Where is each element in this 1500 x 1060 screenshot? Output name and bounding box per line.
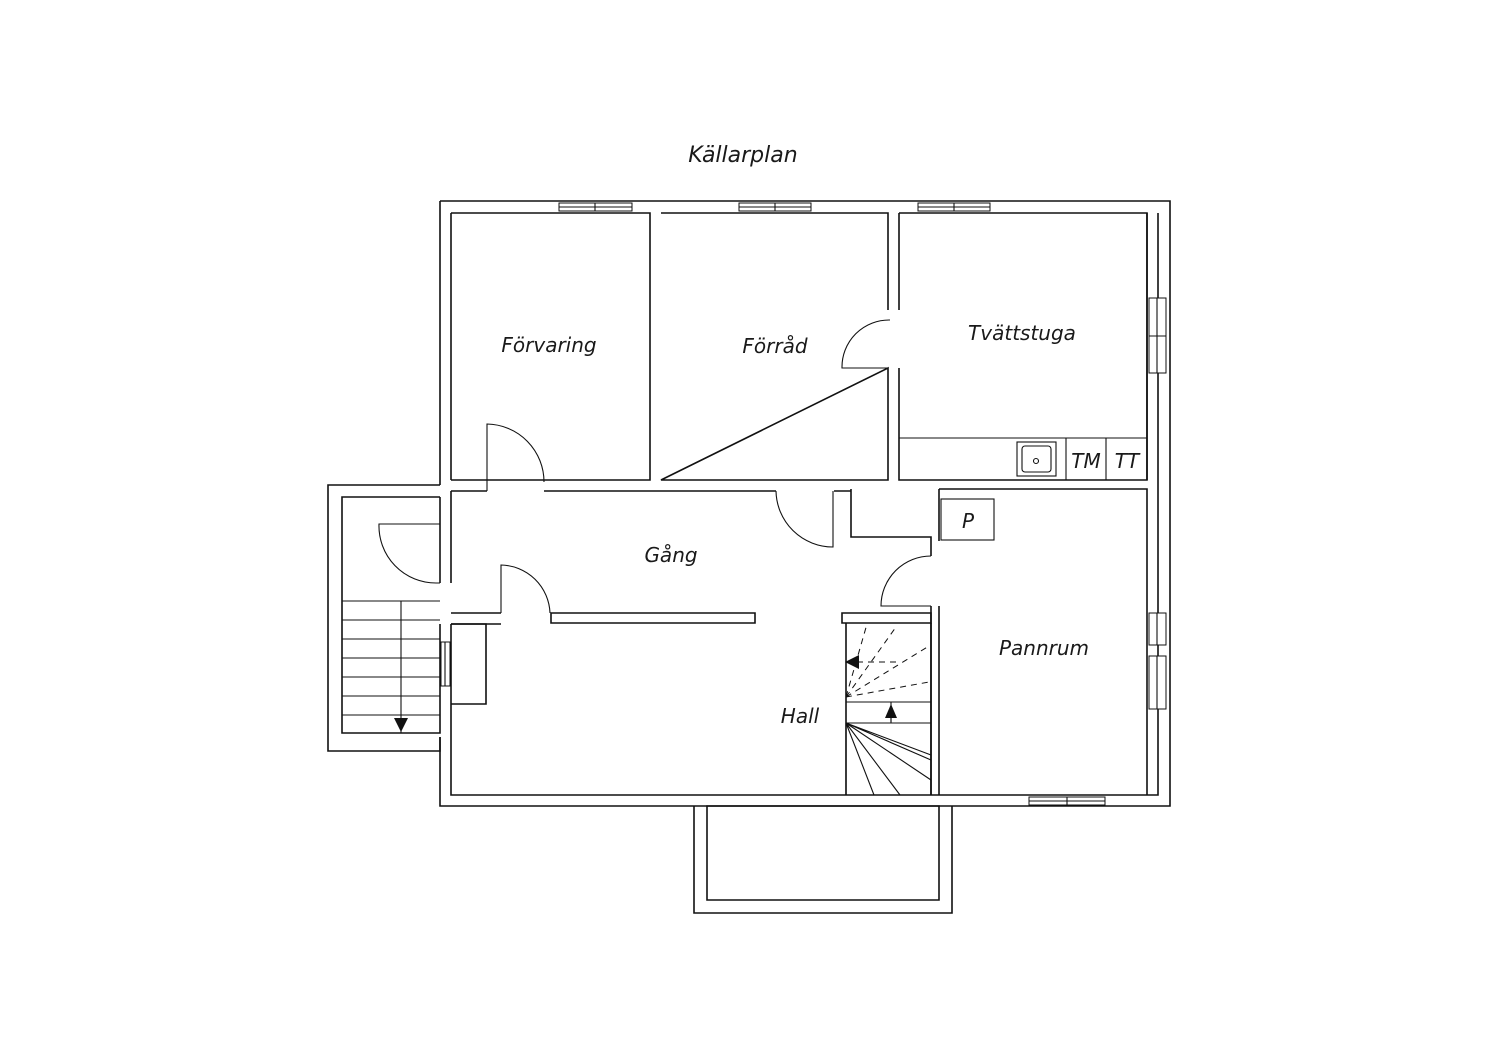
annex-stairs xyxy=(342,600,440,733)
door-pannrum xyxy=(880,555,932,607)
arrow-icon xyxy=(394,718,408,732)
door-forrad xyxy=(775,490,834,548)
plan-title: Källarplan xyxy=(688,143,797,168)
room-label-forrad: Förråd xyxy=(742,334,807,358)
room-label-gang: Gång xyxy=(644,543,697,567)
arrow-icon xyxy=(885,704,897,718)
stair-annex xyxy=(327,484,441,752)
door-hall xyxy=(500,564,551,614)
room-label-pannrum: Pannrum xyxy=(999,636,1089,660)
windows xyxy=(440,202,1167,806)
fixture-label-tt: TT xyxy=(1115,449,1141,473)
bottom-annex xyxy=(693,805,953,914)
door-tvattstuga xyxy=(841,319,891,369)
fixture-label-p: P xyxy=(962,509,975,533)
laundry-counter xyxy=(899,437,1147,480)
room-label-forvaring: Förvaring xyxy=(501,333,596,357)
sink-icon xyxy=(1016,441,1057,477)
door-forvaring xyxy=(486,423,545,491)
arrow-icon xyxy=(845,655,859,669)
fixture-label-tm: TM xyxy=(1071,449,1100,473)
doors xyxy=(378,319,932,614)
room-label-tvattstuga: Tvättstuga xyxy=(968,321,1076,345)
door-stair-annex xyxy=(378,523,440,584)
exterior-walls xyxy=(439,200,1171,807)
room-label-hall: Hall xyxy=(781,704,820,728)
boiler-box xyxy=(940,498,995,541)
hall-stairs xyxy=(845,623,932,796)
